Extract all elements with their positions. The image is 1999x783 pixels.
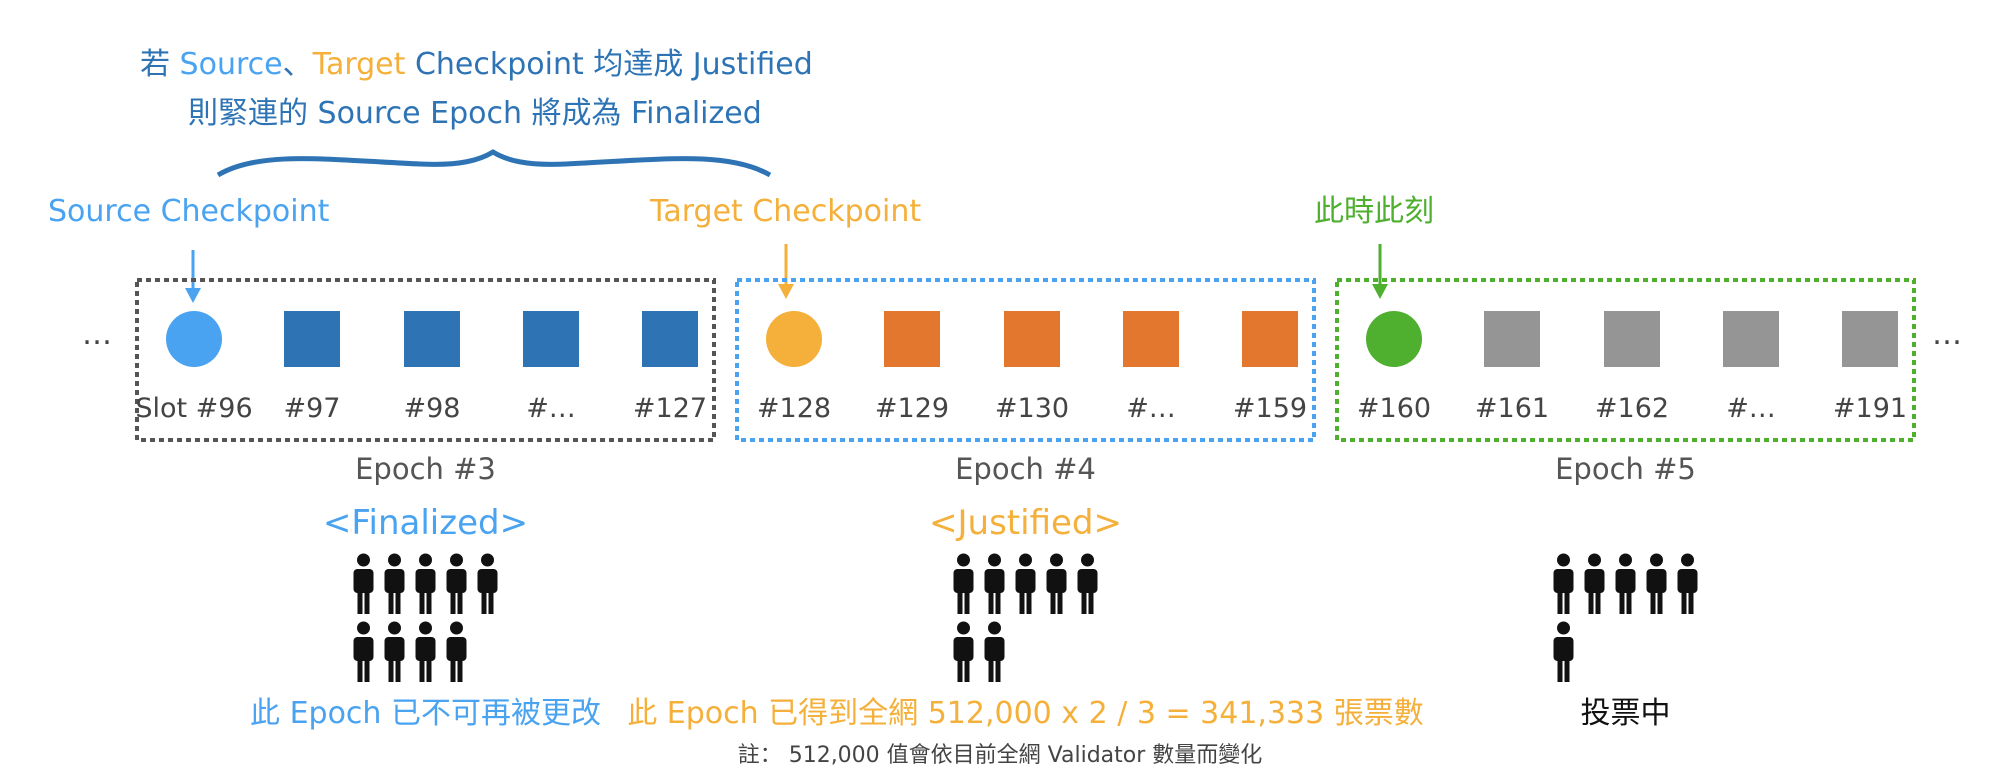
voter-icon: [415, 621, 436, 682]
voter-icon: [415, 553, 436, 614]
voter-icon: [1553, 621, 1574, 682]
voter-icon: [953, 553, 974, 614]
voter-icon: [446, 621, 467, 682]
voter-icon: [1046, 553, 1067, 614]
header-line1-part: Target: [312, 47, 406, 82]
epoch-caption: 此 Epoch 已不可再被更改: [250, 696, 601, 731]
slot-label: #…: [526, 393, 576, 424]
voter-icon: [477, 553, 498, 614]
slot-label: #127: [633, 393, 707, 424]
slot-block: [1004, 311, 1060, 367]
footnote: 註： 512,000 值會依目前全網 Validator 數量而變化: [738, 743, 1263, 768]
epoch-caption: 此 Epoch 已得到全網 512,000 x 2 / 3 = 341,333 …: [627, 696, 1424, 731]
epoch-box: [135, 278, 716, 442]
voter-icon: [1553, 553, 1574, 614]
voter-icon: [446, 553, 467, 614]
header-line1-part: 、: [283, 47, 313, 82]
slot-label: #129: [875, 393, 949, 424]
epoch-label: Epoch #3: [355, 452, 496, 486]
slot-block: [884, 311, 940, 367]
slot-label: #128: [757, 393, 831, 424]
header-line1-part: Checkpoint 均達成 Justified: [405, 47, 812, 82]
now-label: 此時此刻: [1314, 194, 1434, 229]
voter-icon: [1077, 553, 1098, 614]
slot-label: #159: [1233, 393, 1307, 424]
voter-icon: [953, 621, 974, 682]
brace: [216, 149, 772, 178]
voter-icon: [984, 553, 1005, 614]
slot-label: #…: [1126, 393, 1176, 424]
now-arrow: [1372, 244, 1388, 299]
voter-icon: [353, 553, 374, 614]
slot-block: [404, 311, 460, 367]
voter-icon: [384, 553, 405, 614]
slot-label: #97: [284, 393, 341, 424]
ellipsis-right: …: [1932, 317, 1962, 352]
target-checkpoint-label: Target Checkpoint: [649, 194, 921, 229]
slot-block: [1242, 311, 1298, 367]
epoch-box: [1335, 278, 1916, 442]
slot-label: Slot #96: [135, 393, 252, 424]
checkpoint-block: [766, 311, 822, 367]
slot-label: #130: [995, 393, 1069, 424]
header-line1-part: Source: [180, 47, 283, 82]
slot-label: #161: [1475, 393, 1549, 424]
epoch-status: <Justified>: [929, 503, 1122, 543]
voter-icon: [1646, 553, 1667, 614]
voter-icon: [1584, 553, 1605, 614]
slot-label: #191: [1833, 393, 1907, 424]
checkpoint-block: [1366, 311, 1422, 367]
source-arrow: [185, 250, 201, 303]
voter-icon: [1677, 553, 1698, 614]
slot-block: [1723, 311, 1779, 367]
epoch-caption: 投票中: [1581, 696, 1671, 731]
slot-block: [1604, 311, 1660, 367]
slot-label: #160: [1357, 393, 1431, 424]
header-line1-part: 若: [140, 47, 180, 82]
epoch-status: <Finalized>: [323, 503, 528, 543]
slot-block: [523, 311, 579, 367]
target-arrow: [778, 244, 794, 299]
slot-block: [1842, 311, 1898, 367]
slot-label: #98: [404, 393, 461, 424]
voter-icon: [984, 621, 1005, 682]
slot-block: [1484, 311, 1540, 367]
slot-block: [642, 311, 698, 367]
voter-icon: [353, 621, 374, 682]
slot-label: #…: [1726, 393, 1776, 424]
voter-icon: [1015, 553, 1036, 614]
epoch-label: Epoch #4: [955, 452, 1096, 486]
epoch-box: [735, 278, 1316, 442]
slot-block: [1123, 311, 1179, 367]
slot-label: #162: [1595, 393, 1669, 424]
header-line1: 若 Source、Target Checkpoint 均達成 Justified: [140, 47, 813, 82]
checkpoint-block: [166, 311, 222, 367]
ellipsis-left: …: [82, 317, 112, 352]
voter-icon: [384, 621, 405, 682]
source-checkpoint-label: Source Checkpoint: [48, 194, 330, 229]
epoch-label: Epoch #5: [1555, 452, 1696, 486]
header-line2: 則緊連的 Source Epoch 將成為 Finalized: [188, 96, 762, 131]
voter-icon: [1615, 553, 1636, 614]
slot-block: [284, 311, 340, 367]
